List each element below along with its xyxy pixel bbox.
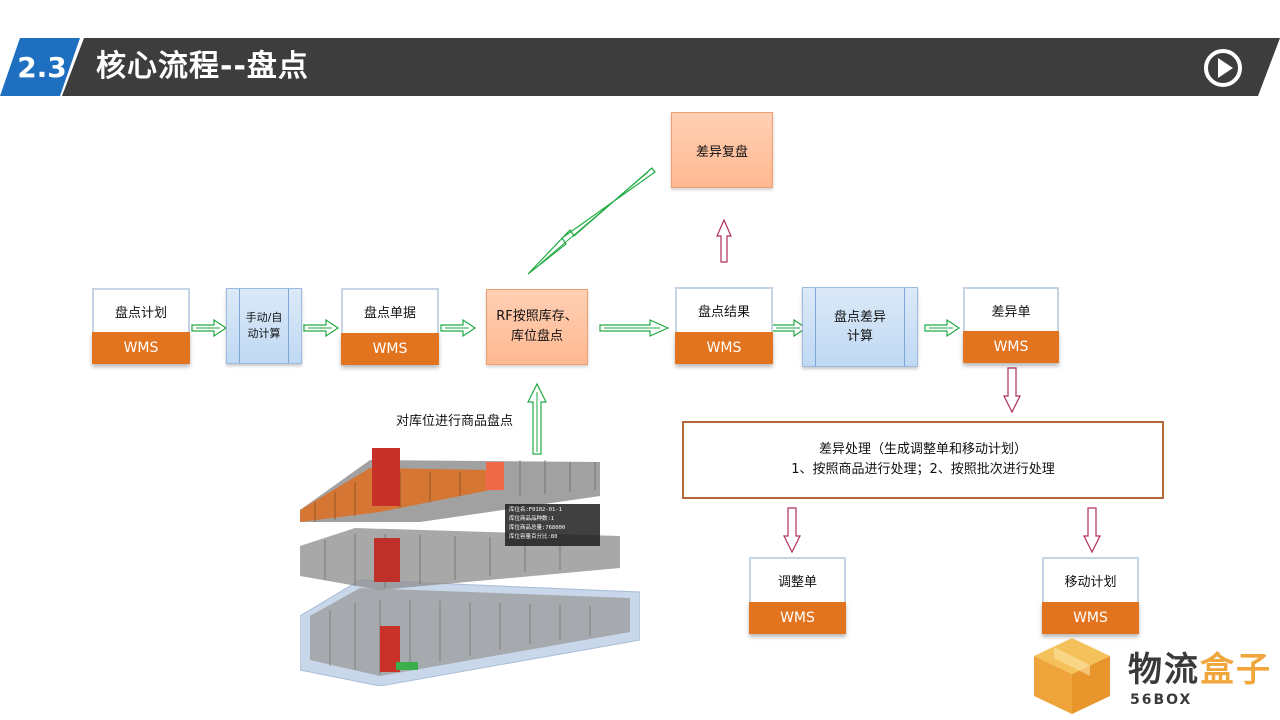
node-calc-manual-line1: 手动/自	[245, 311, 283, 324]
node-diff-process: 差异处理（生成调整单和移动计划） 1、按照商品进行处理；2、按照批次进行处理	[682, 421, 1164, 499]
tooltip-line2: 库位商品品种数:1	[509, 516, 555, 522]
logo-wordmark: 物流盒子	[1128, 650, 1272, 690]
node-diff-order-label: 差异单	[963, 287, 1059, 331]
node-document-system: WMS	[341, 333, 439, 365]
node-adjust: 调整单 WMS	[749, 557, 846, 634]
node-rf-count: RF按照库存、 库位盘点	[486, 289, 588, 365]
node-diff-process-line1: 差异处理（生成调整单和移动计划）	[818, 442, 1027, 457]
logo-text-accent: 盒子	[1200, 650, 1272, 690]
node-document: 盘点单据 WMS	[341, 288, 439, 365]
page-title: 核心流程--盘点	[96, 49, 309, 84]
arrow-calc-to-document	[303, 319, 339, 337]
arrow-rf-to-result	[599, 319, 670, 337]
tooltip-line4: 库位容量百分比:80	[509, 534, 558, 540]
arrow-plan-to-calc	[191, 319, 227, 337]
node-calc-manual-line2: 动计算	[247, 327, 281, 340]
node-result-label: 盘点结果	[675, 287, 773, 332]
arrow-difforder-to-process	[1003, 367, 1021, 414]
tooltip-line1: 库位名:F0102-01-1	[509, 507, 562, 513]
node-move-plan-system: WMS	[1042, 602, 1139, 634]
arrow-process-to-adjust	[783, 507, 801, 554]
node-diff-process-line2: 1、按照商品进行处理；2、按照批次进行处理	[791, 462, 1055, 477]
node-plan-system: WMS	[92, 332, 190, 364]
node-diff-calc: 盘点差异 计算	[802, 287, 918, 367]
logo-text-dark: 物流	[1128, 650, 1200, 690]
arrow-diffcalc-to-difforder	[924, 319, 960, 337]
play-circle-icon[interactable]	[1202, 47, 1244, 89]
node-rf-count-line2: 库位盘点	[510, 329, 563, 344]
node-recount-label: 差异复盘	[695, 144, 748, 160]
node-rf-count-line1: RF按照库存、	[496, 309, 578, 324]
arrow-result-to-recount	[716, 218, 732, 263]
warehouse-tooltip: 库位名:F0102-01-1 库位商品品种数:1 库位商品总量:768000 库…	[505, 504, 600, 546]
node-diff-order-system: WMS	[963, 331, 1059, 363]
node-plan: 盘点计划 WMS	[92, 288, 190, 364]
node-adjust-label: 调整单	[749, 557, 846, 602]
section-number: 2.3	[17, 50, 67, 84]
tooltip-line3: 库位商品总量:768000	[509, 525, 566, 531]
node-document-label: 盘点单据	[341, 288, 439, 333]
node-diff-order: 差异单 WMS	[963, 287, 1059, 363]
arrow-result-to-diffcalc	[771, 319, 807, 337]
logo-subtitle: 56BOX	[1130, 692, 1193, 708]
header-bar	[62, 38, 1280, 96]
node-result-system: WMS	[675, 332, 773, 364]
box-logo-icon	[1034, 638, 1110, 714]
arrow-document-to-rf	[440, 319, 476, 337]
node-diff-calc-line1: 盘点差异	[833, 310, 886, 325]
node-result: 盘点结果 WMS	[675, 287, 773, 364]
arrow-process-to-moveplan	[1083, 507, 1101, 554]
node-diff-calc-line2: 计算	[846, 329, 873, 344]
node-move-plan-label: 移动计划	[1042, 557, 1139, 602]
arrow-recount-to-rf	[527, 167, 656, 275]
node-calc-manual: 手动/自 动计算	[226, 288, 302, 364]
warehouse-caption: 对库位进行商品盘点	[396, 414, 514, 429]
node-recount: 差异复盘	[671, 112, 773, 188]
warehouse-3d-image	[300, 448, 640, 686]
node-plan-label: 盘点计划	[92, 288, 190, 332]
node-adjust-system: WMS	[749, 602, 846, 634]
node-move-plan: 移动计划 WMS	[1042, 557, 1139, 634]
